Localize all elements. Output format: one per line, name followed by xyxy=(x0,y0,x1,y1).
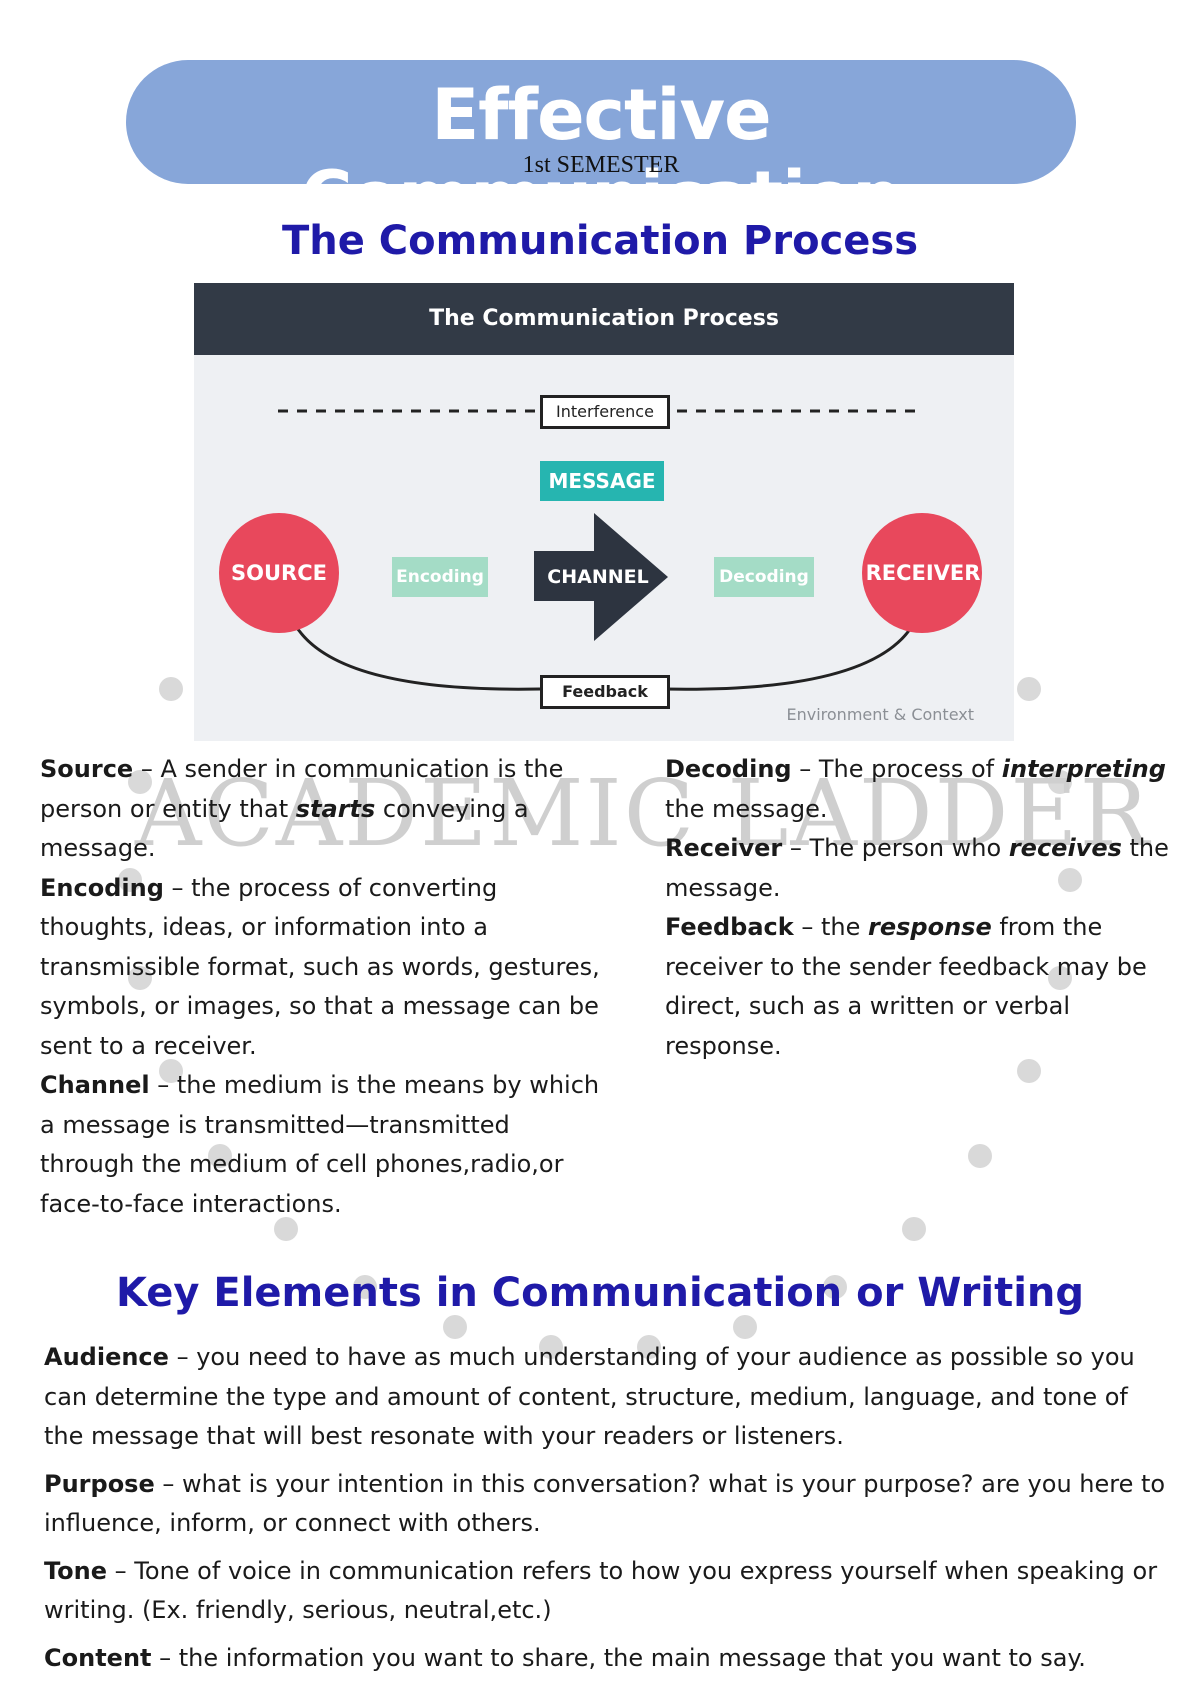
feedback-box: Feedback xyxy=(540,675,670,709)
watermark-dot xyxy=(902,1217,927,1242)
definition-channel: Channel – the medium is the means by whi… xyxy=(40,1071,600,1218)
key-element-content: Content – the information you want to sh… xyxy=(44,1643,1086,1672)
environment-context-label: Environment & Context xyxy=(786,705,975,724)
key-element-audience: Audience – you need to have as much unde… xyxy=(44,1343,1135,1450)
definition-source: Source – A sender in communication is th… xyxy=(40,755,564,862)
watermark-dot xyxy=(733,1314,758,1339)
definition-decoding: Decoding – The process of interpreting t… xyxy=(665,755,1166,823)
channel-arrow xyxy=(534,513,668,641)
definition-receiver: Receiver – The person who receives the m… xyxy=(665,834,1169,902)
watermark-dot xyxy=(118,868,142,892)
section-title-process: The Communication Process xyxy=(281,218,919,264)
term-decoding: Decoding xyxy=(665,755,792,783)
receiver-circle xyxy=(862,513,982,633)
watermark-dot xyxy=(158,676,183,701)
term-encoding: Encoding xyxy=(40,873,164,902)
key-element-purpose: Purpose – what is your intention in this… xyxy=(44,1469,1166,1538)
source-label: SOURCE xyxy=(231,561,327,585)
feedback-arc xyxy=(292,622,916,691)
definition-encoding: Encoding – the process of converting tho… xyxy=(40,873,600,1060)
channel-label: CHANNEL xyxy=(547,566,649,588)
watermark-dot xyxy=(1058,868,1082,892)
watermark-dot xyxy=(128,770,153,795)
term-feedback: Feedback xyxy=(665,913,794,941)
key-element-tone: Tone – Tone of voice in communication re… xyxy=(44,1556,1158,1625)
watermark-dot xyxy=(207,1144,232,1169)
watermark-dot xyxy=(968,1144,993,1169)
watermark-dot xyxy=(158,1059,183,1084)
definitions-right-column: Decoding – The process of interpreting t… xyxy=(665,750,1185,1066)
semester-label: 1st SEMESTER xyxy=(522,152,680,178)
interference-box: Interference xyxy=(540,395,670,429)
page-title: Effective Communication xyxy=(300,74,902,238)
watermark-dot xyxy=(1047,770,1072,795)
definition-feedback: Feedback – the response from the receive… xyxy=(665,913,1147,1060)
title-banner: Effective Communication 1st SEMESTER xyxy=(126,60,1076,238)
watermark-dot xyxy=(442,1314,467,1339)
term-channel: Channel xyxy=(40,1071,150,1099)
receiver-label: RECEIVER xyxy=(865,561,981,585)
watermark-dot xyxy=(353,1275,377,1300)
diagram-header: The Communication Process xyxy=(194,283,1014,355)
term-source: Source xyxy=(40,755,134,783)
watermark-dot xyxy=(1017,1059,1042,1084)
communication-process-diagram: The Communication Process Interference M… xyxy=(194,283,1014,741)
message-box: MESSAGE xyxy=(540,461,664,501)
watermark-dot xyxy=(538,1335,563,1360)
watermark-dot xyxy=(1017,676,1042,701)
watermark-dot xyxy=(128,965,153,990)
decoding-box: Decoding xyxy=(714,557,814,597)
encoding-box: Encoding xyxy=(392,557,488,597)
watermark-dot xyxy=(637,1335,662,1360)
watermark-dot xyxy=(823,1275,847,1300)
watermark-dot xyxy=(273,1217,298,1242)
definitions-left-column: Source – A sender in communication is th… xyxy=(40,750,610,1224)
section-title-key-elements: Key Elements in Communication or Writing xyxy=(115,1270,1085,1316)
key-elements-list: Audience – you need to have as much unde… xyxy=(44,1338,1174,1686)
diagram-graphics xyxy=(219,409,982,691)
term-receiver: Receiver xyxy=(665,834,783,862)
watermark-dot xyxy=(1047,965,1072,990)
source-circle xyxy=(219,513,339,633)
watermark-text: ACADEMIC LADDER xyxy=(135,760,1151,867)
